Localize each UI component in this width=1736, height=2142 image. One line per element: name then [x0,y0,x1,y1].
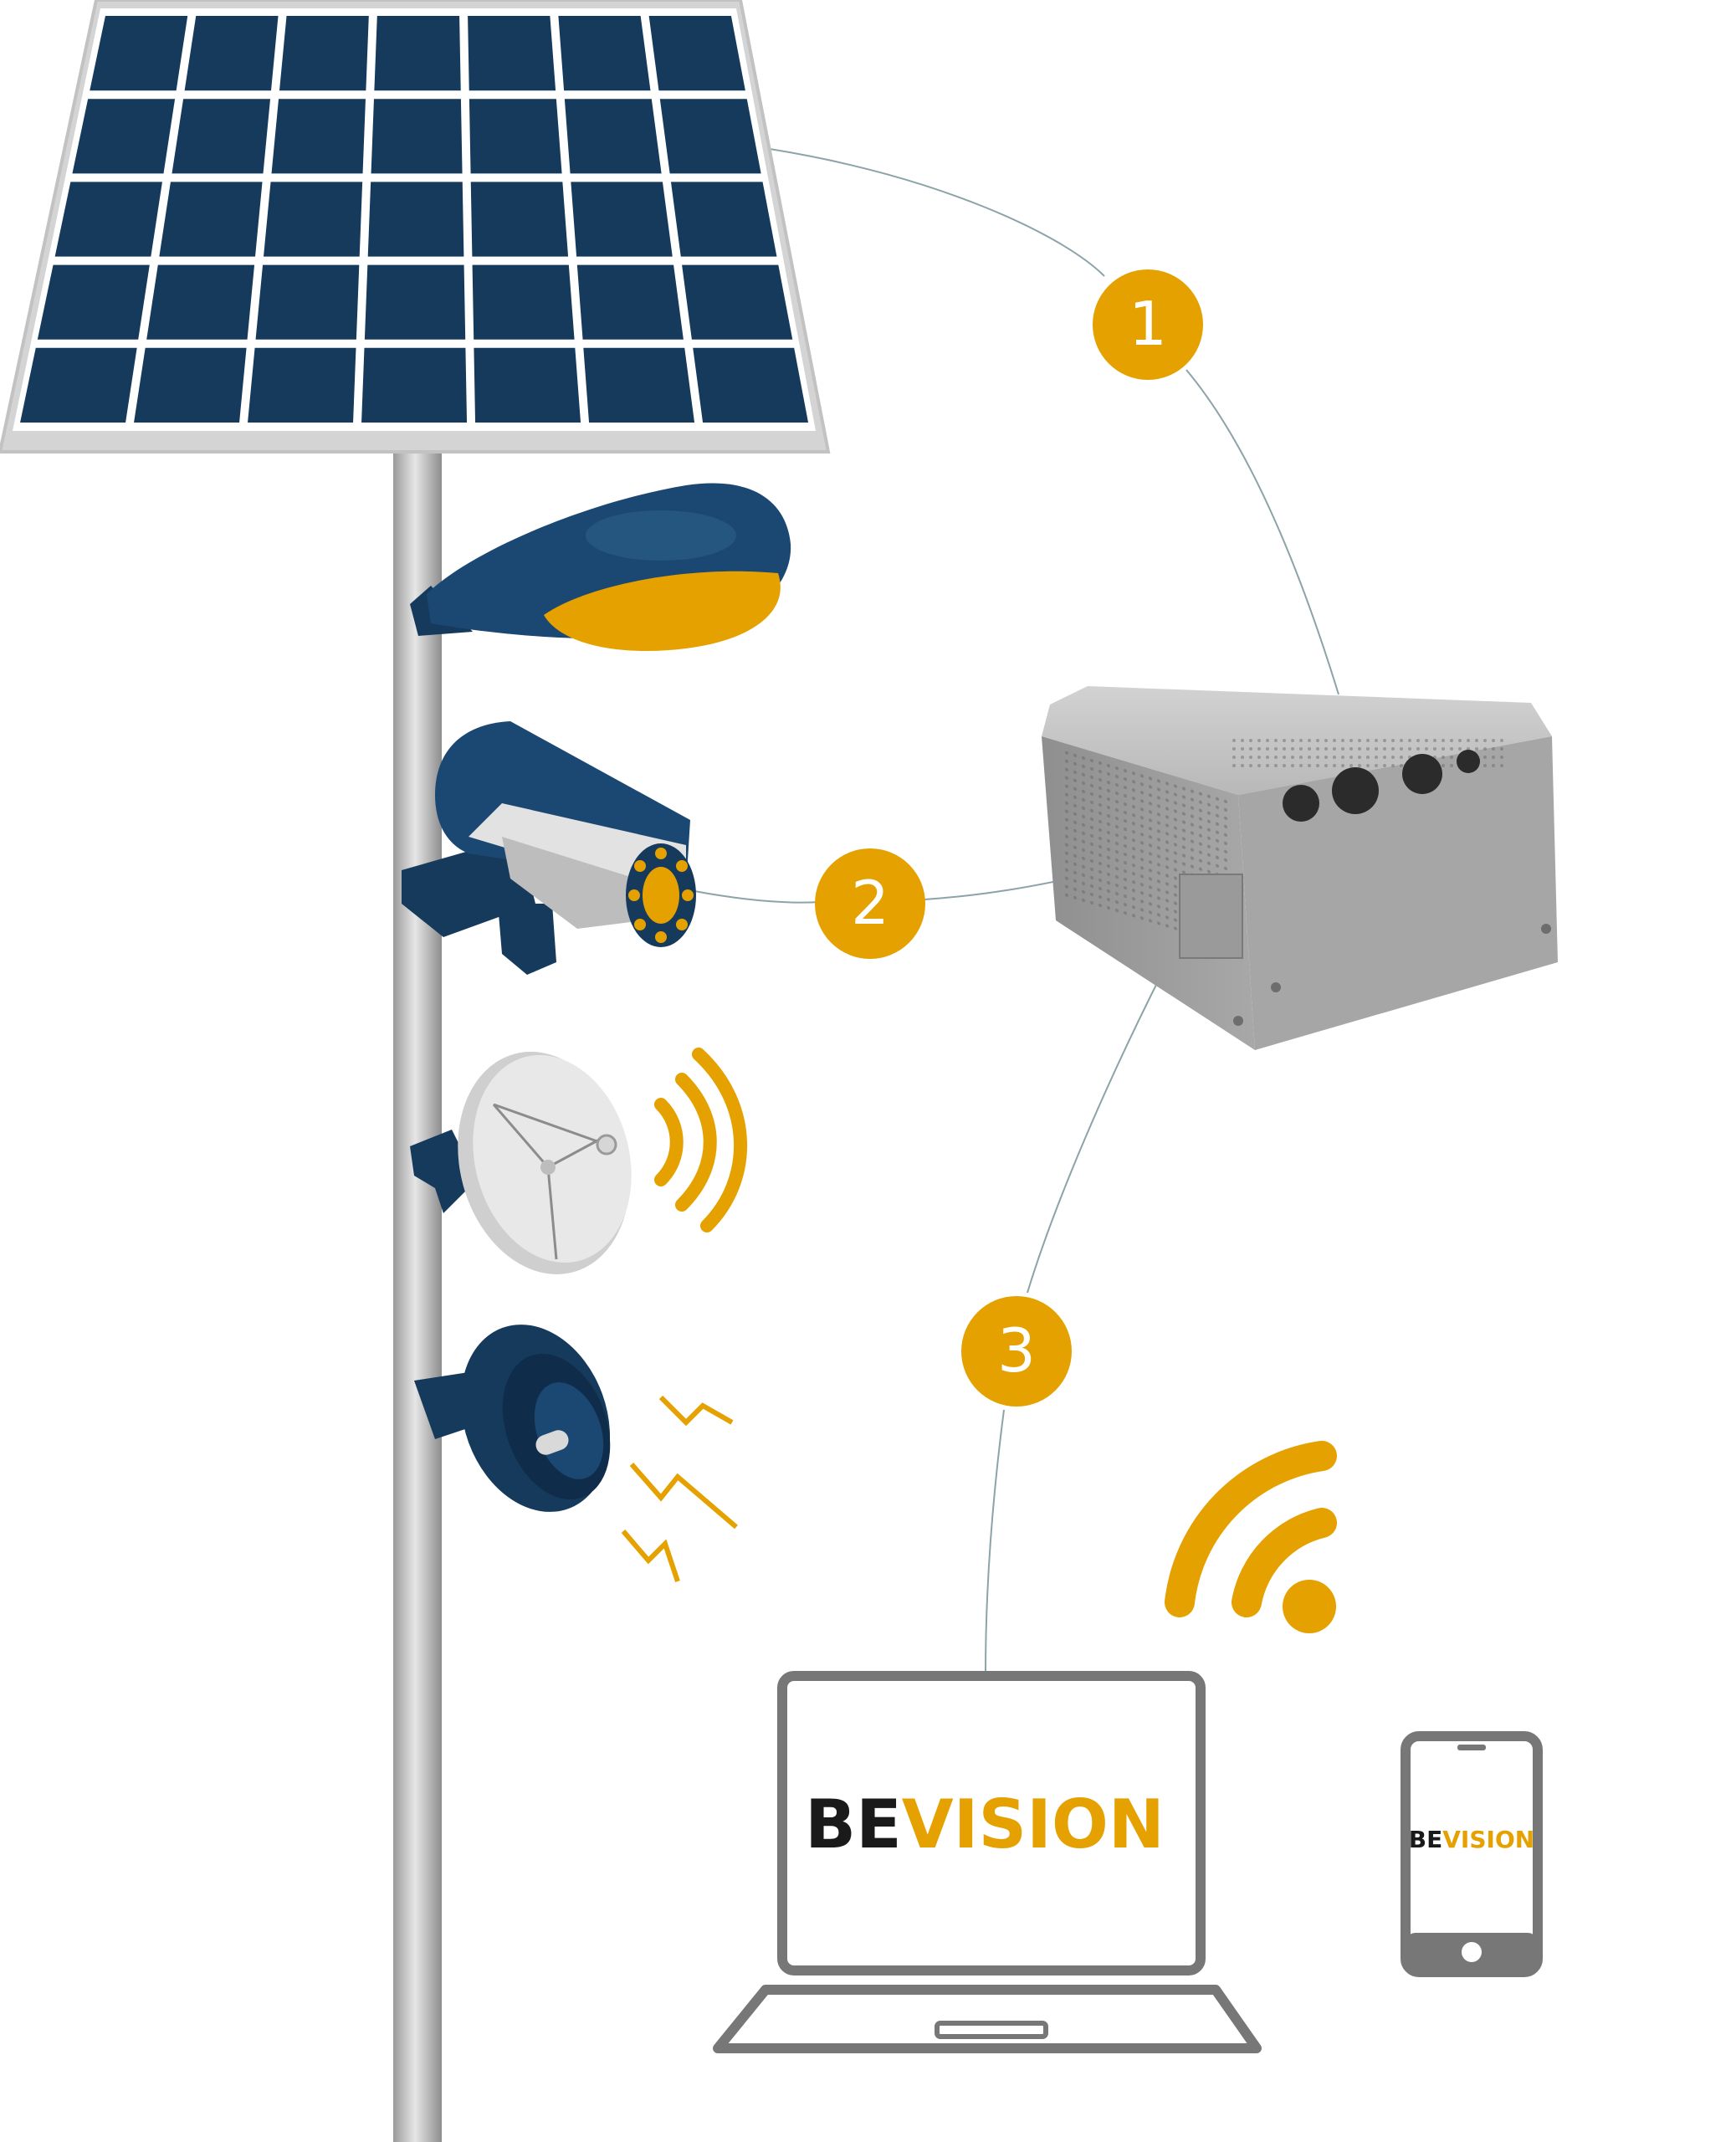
step-badge-3: 3 [961,1296,1072,1407]
solar-cell [159,182,263,257]
pole [393,452,442,2142]
solar-cell [184,16,279,91]
solar-cell [564,99,662,174]
solar-cell [54,182,162,257]
smartphone-icon: BEVISION [1401,1731,1543,1977]
connection-line-2b [924,878,1070,900]
solar-cell [20,347,137,423]
laptop-brand-be: BE [805,1786,902,1863]
solar-cell [682,264,793,340]
street-lamp-icon [410,483,791,652]
connection-lines [694,148,1339,1674]
connection-line-1 [769,148,1105,277]
solar-cell [469,99,562,174]
solar-cell [693,347,809,423]
solar-cell [571,182,673,257]
connection-line-1b [1185,369,1339,695]
connection-line-2a [694,890,821,904]
solar-cell [367,182,464,257]
solar-cell [146,264,255,340]
solar-cell [248,347,356,423]
solar-cell [37,264,150,340]
solar-cell [264,182,363,257]
solar-cell [648,16,745,91]
solar-cell [279,16,369,91]
solar-cell [659,99,761,174]
svg-text:2: 2 [851,868,889,938]
solar-cell [371,99,463,174]
solar-cell [90,16,188,91]
solar-cell [470,182,569,257]
step-badge-2: 2 [815,848,925,959]
controller-box-icon [1042,686,1558,1050]
solar-cell [576,264,684,340]
solar-cell [583,347,695,423]
connection-line-3a [1027,974,1162,1294]
solar-panel-icon [0,0,831,454]
phone-brand-be: BE [1409,1826,1442,1853]
solar-cell [472,264,575,340]
satellite-dish-icon [410,1052,632,1274]
signal-waves-icon [654,1048,748,1232]
phone-brand-vision: VISION [1442,1826,1534,1853]
connection-line-3b [985,1409,1005,1674]
solar-cell [468,16,556,91]
solar-cell [374,16,461,91]
lightning-icon [621,1395,738,1582]
laptop-brand-vision: VISION [902,1786,1165,1863]
solar-cell [558,16,651,91]
solar-cell [474,347,581,423]
solar-cell [172,99,271,174]
solar-cell [364,264,466,340]
cctv-camera-icon [402,721,696,975]
solar-cell [134,347,247,423]
svg-text:BEVISION: BEVISION [805,1786,1165,1863]
svg-text:BEVISION: BEVISION [1409,1826,1534,1853]
svg-text:3: 3 [997,1315,1036,1386]
siren-speaker-icon [414,1325,611,1512]
solar-cell [72,99,176,174]
solar-cell [670,182,777,257]
solar-cell [271,99,366,174]
solar-cell [361,347,468,423]
solar-cell [255,264,360,340]
laptop-icon: BEVISION [713,1671,1262,2053]
step-badge-1: 1 [1093,269,1203,380]
wifi-icon [1165,1441,1337,1633]
svg-text:1: 1 [1129,289,1167,359]
